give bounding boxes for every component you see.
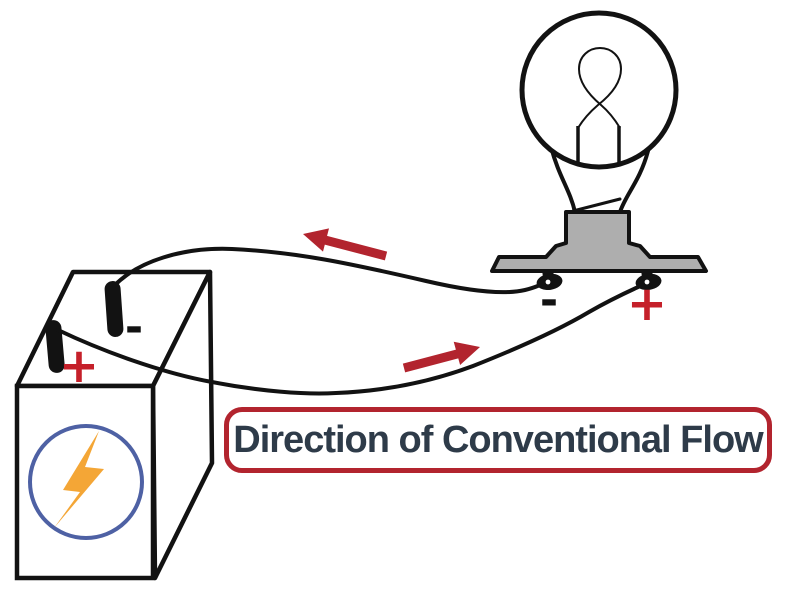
current-arrow-up-right-icon bbox=[402, 341, 480, 373]
arrow-left-shaft bbox=[321, 235, 388, 261]
battery-negative-terminal bbox=[104, 281, 124, 337]
bulb-socket-base bbox=[490, 210, 708, 273]
arrow-right-shaft bbox=[402, 349, 461, 373]
caption-text: Direction of Conventional Flow bbox=[233, 418, 763, 461]
battery: - + bbox=[14, 269, 215, 581]
battery-positive-terminal bbox=[45, 320, 65, 373]
caption-box: Direction of Conventional Flow bbox=[224, 407, 772, 473]
bulb-positive-terminal bbox=[635, 269, 662, 291]
bulb-filament-supports bbox=[576, 126, 621, 166]
bulb-filament-loop bbox=[577, 46, 623, 129]
lightning-bolt-icon bbox=[54, 431, 104, 528]
bulb-negative-label: - bbox=[540, 275, 558, 326]
bulb-neck-right bbox=[618, 149, 650, 214]
arrow-left-head bbox=[303, 228, 329, 252]
bulb-negative-terminal bbox=[536, 269, 563, 291]
light-bulb: - + bbox=[490, 10, 708, 332]
arrow-right-head bbox=[453, 341, 480, 365]
wire-negative-to-bulb bbox=[112, 246, 549, 295]
wire-positive-to-bulb bbox=[56, 281, 649, 396]
bulb-glass bbox=[519, 10, 679, 170]
battery-negative-label: - bbox=[125, 302, 143, 353]
bulb-positive-label: + bbox=[627, 276, 667, 332]
current-arrow-left-icon bbox=[303, 228, 388, 261]
bulb-screw-thread bbox=[571, 197, 622, 213]
